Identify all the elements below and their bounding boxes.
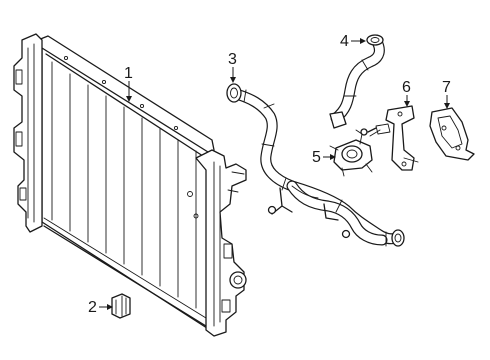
- radiator: [13, 33, 247, 337]
- coolant-hose-upper: [226, 83, 405, 247]
- callout-label-4: 4: [340, 33, 349, 50]
- callout-label-3: 3: [228, 51, 237, 68]
- shield-plate: [429, 107, 475, 161]
- bracket-clip: [111, 293, 131, 319]
- callout-7: 7: [442, 79, 451, 109]
- mounting-bracket: [367, 105, 419, 171]
- water-pump: [329, 128, 373, 177]
- callout-2: 2: [88, 299, 113, 316]
- coolant-hose-small: [329, 34, 385, 129]
- callout-1: 1: [124, 65, 133, 102]
- callout-label-6: 6: [402, 79, 411, 96]
- callout-label-1: 1: [124, 65, 133, 82]
- callout-4: 4: [340, 33, 366, 50]
- callout-label-2: 2: [88, 299, 97, 316]
- callout-5: 5: [312, 149, 336, 166]
- callout-6: 6: [402, 79, 411, 107]
- callout-label-5: 5: [312, 149, 321, 166]
- callout-3: 3: [228, 51, 237, 83]
- callout-label-7: 7: [442, 79, 451, 96]
